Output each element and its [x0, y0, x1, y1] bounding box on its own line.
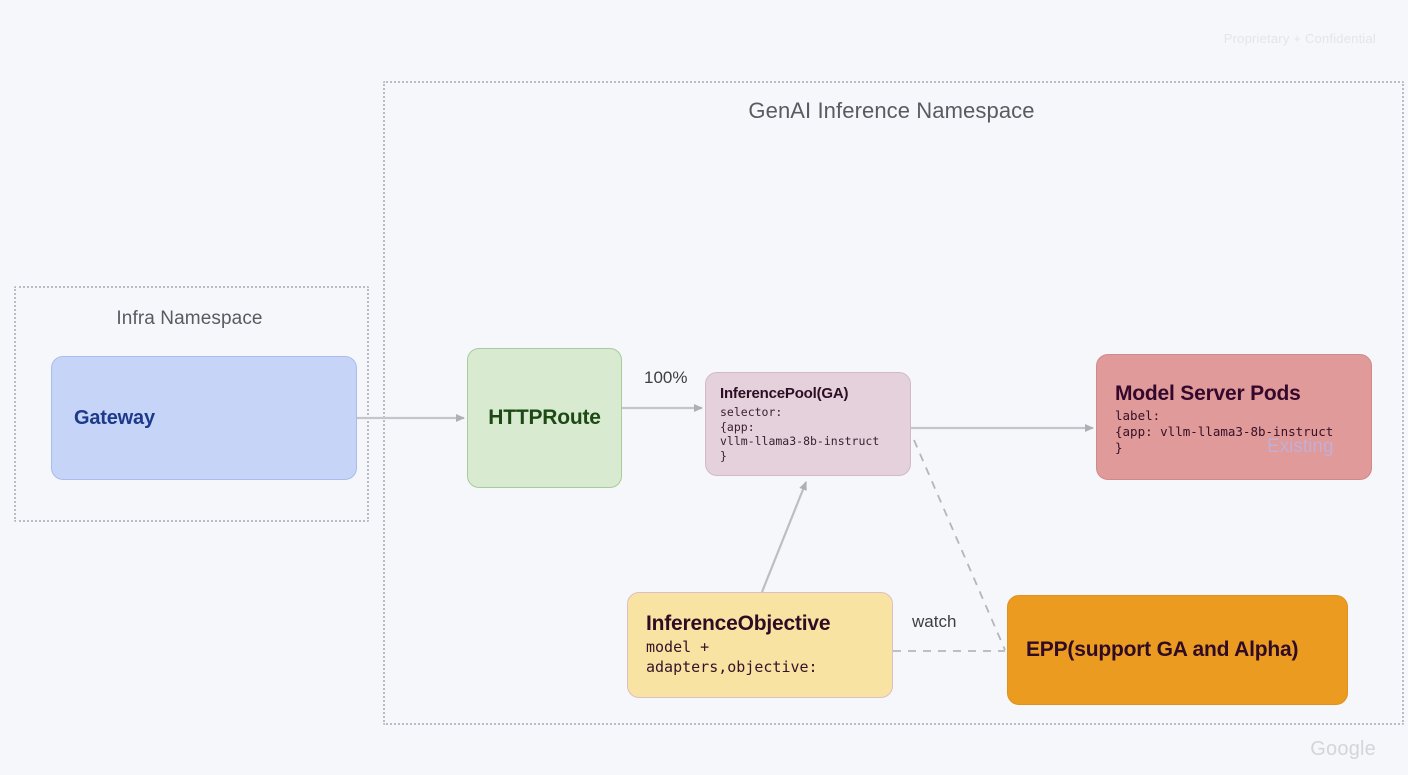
edge-label-watch: watch — [912, 612, 957, 631]
infra-namespace-title: Infra Namespace — [116, 308, 263, 329]
node-inference-objective-title: InferenceObjective — [646, 612, 831, 635]
node-inference-pool[interactable]: InferencePool(GA) selector: {app: vllm-l… — [705, 372, 911, 476]
node-httproute[interactable]: HTTPRoute — [467, 348, 622, 488]
edge-label-100-percent: 100% — [644, 368, 688, 387]
node-httproute-title: HTTPRoute — [488, 406, 601, 429]
node-inference-pool-body: selector: {app: vllm-llama3-8b-instruct … — [720, 405, 880, 463]
node-gateway-title: Gateway — [74, 406, 155, 429]
existing-badge: Existing — [1267, 436, 1334, 457]
node-epp[interactable]: EPP(support GA and Alpha) — [1007, 595, 1348, 705]
node-inference-objective[interactable]: InferenceObjective model + adapters,obje… — [627, 592, 893, 698]
node-model-server-pods[interactable]: Model Server Pods label: {app: vllm-llam… — [1096, 354, 1372, 480]
genai-inference-namespace-container — [383, 81, 1404, 725]
infra-namespace-container — [14, 286, 369, 522]
node-gateway[interactable]: Gateway — [51, 356, 357, 480]
node-inference-pool-title: InferencePool(GA) — [720, 385, 849, 402]
genai-inference-namespace-title: GenAI Inference Namespace — [748, 98, 1035, 123]
node-inference-objective-body: model + adapters,objective: — [646, 638, 818, 676]
node-model-server-pods-title: Model Server Pods — [1115, 382, 1301, 405]
node-model-server-pods-body: label: {app: vllm-llama3-8b-instruct } — [1115, 408, 1334, 455]
node-epp-title: EPP(support GA and Alpha) — [1026, 638, 1299, 661]
google-logo-watermark: Google — [1310, 738, 1376, 760]
proprietary-watermark: Proprietary + Confidential — [1223, 31, 1376, 46]
